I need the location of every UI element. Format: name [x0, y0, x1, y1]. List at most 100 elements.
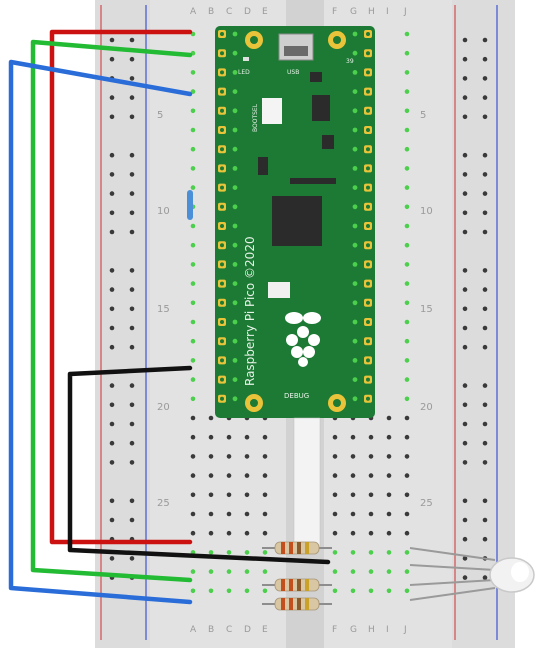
breadboard-hole: [332, 588, 338, 594]
pico-pin-hole: [352, 338, 358, 344]
breadboard-hole: [368, 588, 374, 594]
resistor-band: [297, 542, 301, 554]
breadboard-hole: [208, 492, 214, 498]
rail-hole: [482, 421, 488, 427]
rail-hole: [462, 325, 468, 331]
rail-hole: [129, 325, 135, 331]
row-number: 5: [420, 110, 426, 121]
breadboard-hole: [190, 166, 196, 171]
breadboard-hole: [404, 300, 410, 306]
row-number: 20: [420, 402, 433, 413]
rail-hole: [129, 421, 135, 427]
breadboard-hole: [262, 434, 268, 440]
rail-hole: [129, 517, 135, 523]
rail-hole: [129, 95, 135, 100]
breadboard-hole: [350, 434, 356, 440]
rail-hole: [129, 37, 135, 43]
breadboard-hole: [226, 434, 232, 440]
rail-hole: [462, 37, 468, 43]
row-number: 15: [157, 304, 170, 315]
breadboard-hole: [350, 530, 356, 536]
rail-hole: [129, 556, 135, 561]
breadboard-hole: [190, 108, 196, 114]
breadboard-holes: [109, 31, 488, 594]
breadboard-hole: [190, 223, 196, 229]
rail-hole: [482, 172, 488, 177]
resistor-band: [305, 598, 309, 610]
column-letter: H: [368, 625, 375, 635]
pico-pin-hole: [232, 127, 238, 133]
column-letter: D: [244, 7, 251, 17]
column-letter: E: [262, 625, 268, 635]
black-wire: [67, 365, 331, 565]
breadboard-hole: [190, 70, 196, 75]
small-ic-2: [310, 72, 322, 82]
breadboard-hole: [368, 530, 374, 536]
rail-hole: [482, 191, 488, 196]
rail-hole: [482, 498, 488, 504]
breadboard-hole: [332, 492, 338, 498]
pico-pin-hole: [232, 262, 238, 267]
rail-hole: [462, 440, 468, 446]
breadboard-hole: [190, 377, 196, 382]
pico-pin-hole: [352, 281, 358, 286]
rail-hole: [109, 172, 115, 177]
breadboard-hole: [368, 492, 374, 498]
pico-pin-hole: [352, 242, 358, 248]
pin-number-label: 39: [346, 58, 354, 65]
breadboard-hole: [190, 434, 196, 440]
green-wire: [30, 39, 193, 583]
row-number: 10: [420, 206, 433, 217]
rail-hole: [109, 556, 115, 561]
pico-pin-hole: [352, 89, 358, 94]
blue-wire: [8, 59, 193, 605]
breadboard-hole: [404, 70, 410, 75]
rail-hole: [482, 210, 488, 216]
breadboard-hole: [404, 396, 410, 402]
pico-pin-hole: [352, 70, 358, 75]
column-letter: A: [190, 7, 197, 17]
rail-hole: [482, 152, 488, 158]
breadboard-hole: [350, 550, 356, 555]
pico-pins: [218, 30, 372, 403]
rail-hole: [109, 383, 115, 388]
rail-hole: [109, 37, 115, 43]
rail-hole: [482, 383, 488, 388]
column-letter: D: [244, 625, 251, 635]
small-ic-3: [290, 178, 336, 184]
rail-hole: [109, 229, 115, 235]
breadboard-hole: [404, 492, 410, 498]
pico-pin-hole: [352, 50, 358, 56]
wires: [8, 29, 331, 605]
breadboard-hole: [262, 473, 268, 478]
breadboard-hole: [404, 31, 410, 37]
bootsel-button: [262, 98, 282, 124]
rail-hole: [462, 210, 468, 216]
column-letter: A: [190, 625, 197, 635]
rail-hole: [129, 191, 135, 196]
breadboard-hole: [368, 434, 374, 440]
breadboard-hole: [208, 434, 214, 440]
pico-pin-hole: [232, 319, 238, 325]
breadboard-hole: [190, 146, 196, 152]
rail-hole: [462, 421, 468, 427]
rail-hole: [462, 76, 468, 81]
breadboard-hole: [386, 569, 392, 574]
flash-chip: [312, 95, 330, 121]
rail-hole: [129, 440, 135, 446]
crystal: [268, 282, 290, 298]
breadboard-hole: [208, 511, 214, 517]
rail-hole: [129, 383, 135, 388]
breadboard-hole: [244, 530, 250, 536]
rail-hole: [462, 402, 468, 408]
debug-leads: [293, 417, 321, 549]
rail-hole: [462, 287, 468, 292]
rail-hole: [109, 517, 115, 523]
breadboard-hole: [262, 588, 268, 594]
breadboard-hole: [404, 223, 410, 229]
breadboard-hole: [404, 127, 410, 133]
usb-label: USB: [287, 69, 299, 76]
rail-hole: [109, 440, 115, 446]
breadboard-hole: [404, 454, 410, 459]
rail-hole: [129, 76, 135, 81]
